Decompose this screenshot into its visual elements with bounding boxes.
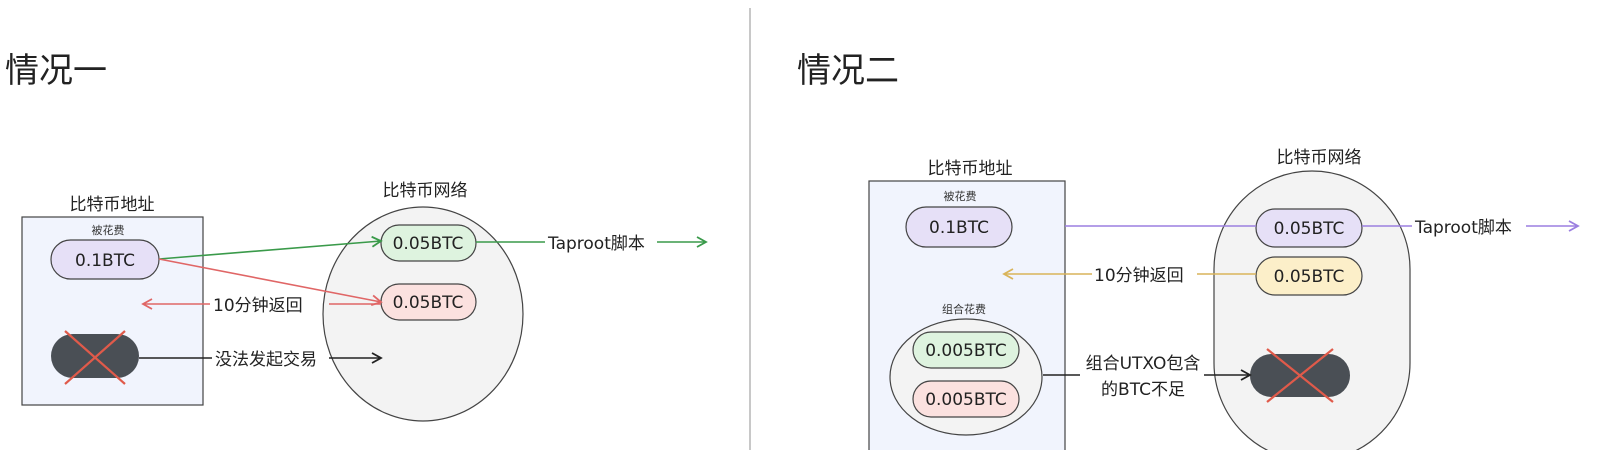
case2-combo-b-value: 0.005BTC <box>925 390 1007 410</box>
case1-fail-label: 没法发起交易 <box>215 350 317 370</box>
case1-utxo-value: 0.1BTC <box>75 251 135 271</box>
case1-out-green-value: 0.05BTC <box>393 234 464 254</box>
case2-combo-b-pill <box>912 380 1020 418</box>
case2-return-label: 10分钟返回 <box>1094 266 1184 286</box>
case2-out-purple-value: 0.05BTC <box>1274 219 1345 239</box>
case2-out-purple-pill <box>1255 208 1363 248</box>
case2-utxo-value: 0.1BTC <box>929 218 989 238</box>
case2-out-yellow-pill <box>1255 256 1363 296</box>
case2-title: 情况二 <box>797 51 899 91</box>
case1-taproot-label: Taproot脚本 <box>547 234 645 254</box>
case2-combo-a-value: 0.005BTC <box>925 341 1007 361</box>
case1-network-label: 比特币网络 <box>383 181 468 201</box>
case1-panel: 情况一 比特币地址 被花费 0.1BTC 比特币网络 0.05BTC 0.05B… <box>5 51 708 422</box>
case2-insufficient-line2: 的BTC不足 <box>1101 380 1185 400</box>
case2-cross-icon <box>1266 348 1334 403</box>
case2-spent-label: 被花费 <box>944 190 977 203</box>
case2-panel: 情况二 比特币地址 被花费 0.1BTC 组合花费 0.005BTC 0.005… <box>797 51 1580 450</box>
case2-out-yellow-value: 0.05BTC <box>1274 267 1345 287</box>
case2-network-label: 比特币网络 <box>1277 148 1362 168</box>
case2-address-label: 比特币地址 <box>928 159 1013 179</box>
case1-out-red-value: 0.05BTC <box>393 293 464 313</box>
case1-blocked-utxo <box>51 334 139 378</box>
case2-utxo-pill <box>905 206 1013 248</box>
case2-combo-a-pill <box>912 331 1020 369</box>
case1-cross-icon <box>64 330 126 385</box>
case2-insufficient-line1: 组合UTXO包含 <box>1086 354 1201 374</box>
case2-taproot-label: Taproot脚本 <box>1414 218 1512 238</box>
case1-return-label: 10分钟返回 <box>213 296 303 316</box>
case1-arrow-to-red <box>158 258 383 307</box>
case2-combo-label: 组合花费 <box>942 302 986 316</box>
case1-arrow-to-green <box>158 235 383 260</box>
case1-spent-label: 被花费 <box>92 224 125 237</box>
case1-address-label: 比特币地址 <box>70 195 155 215</box>
case1-title: 情况一 <box>5 51 107 91</box>
